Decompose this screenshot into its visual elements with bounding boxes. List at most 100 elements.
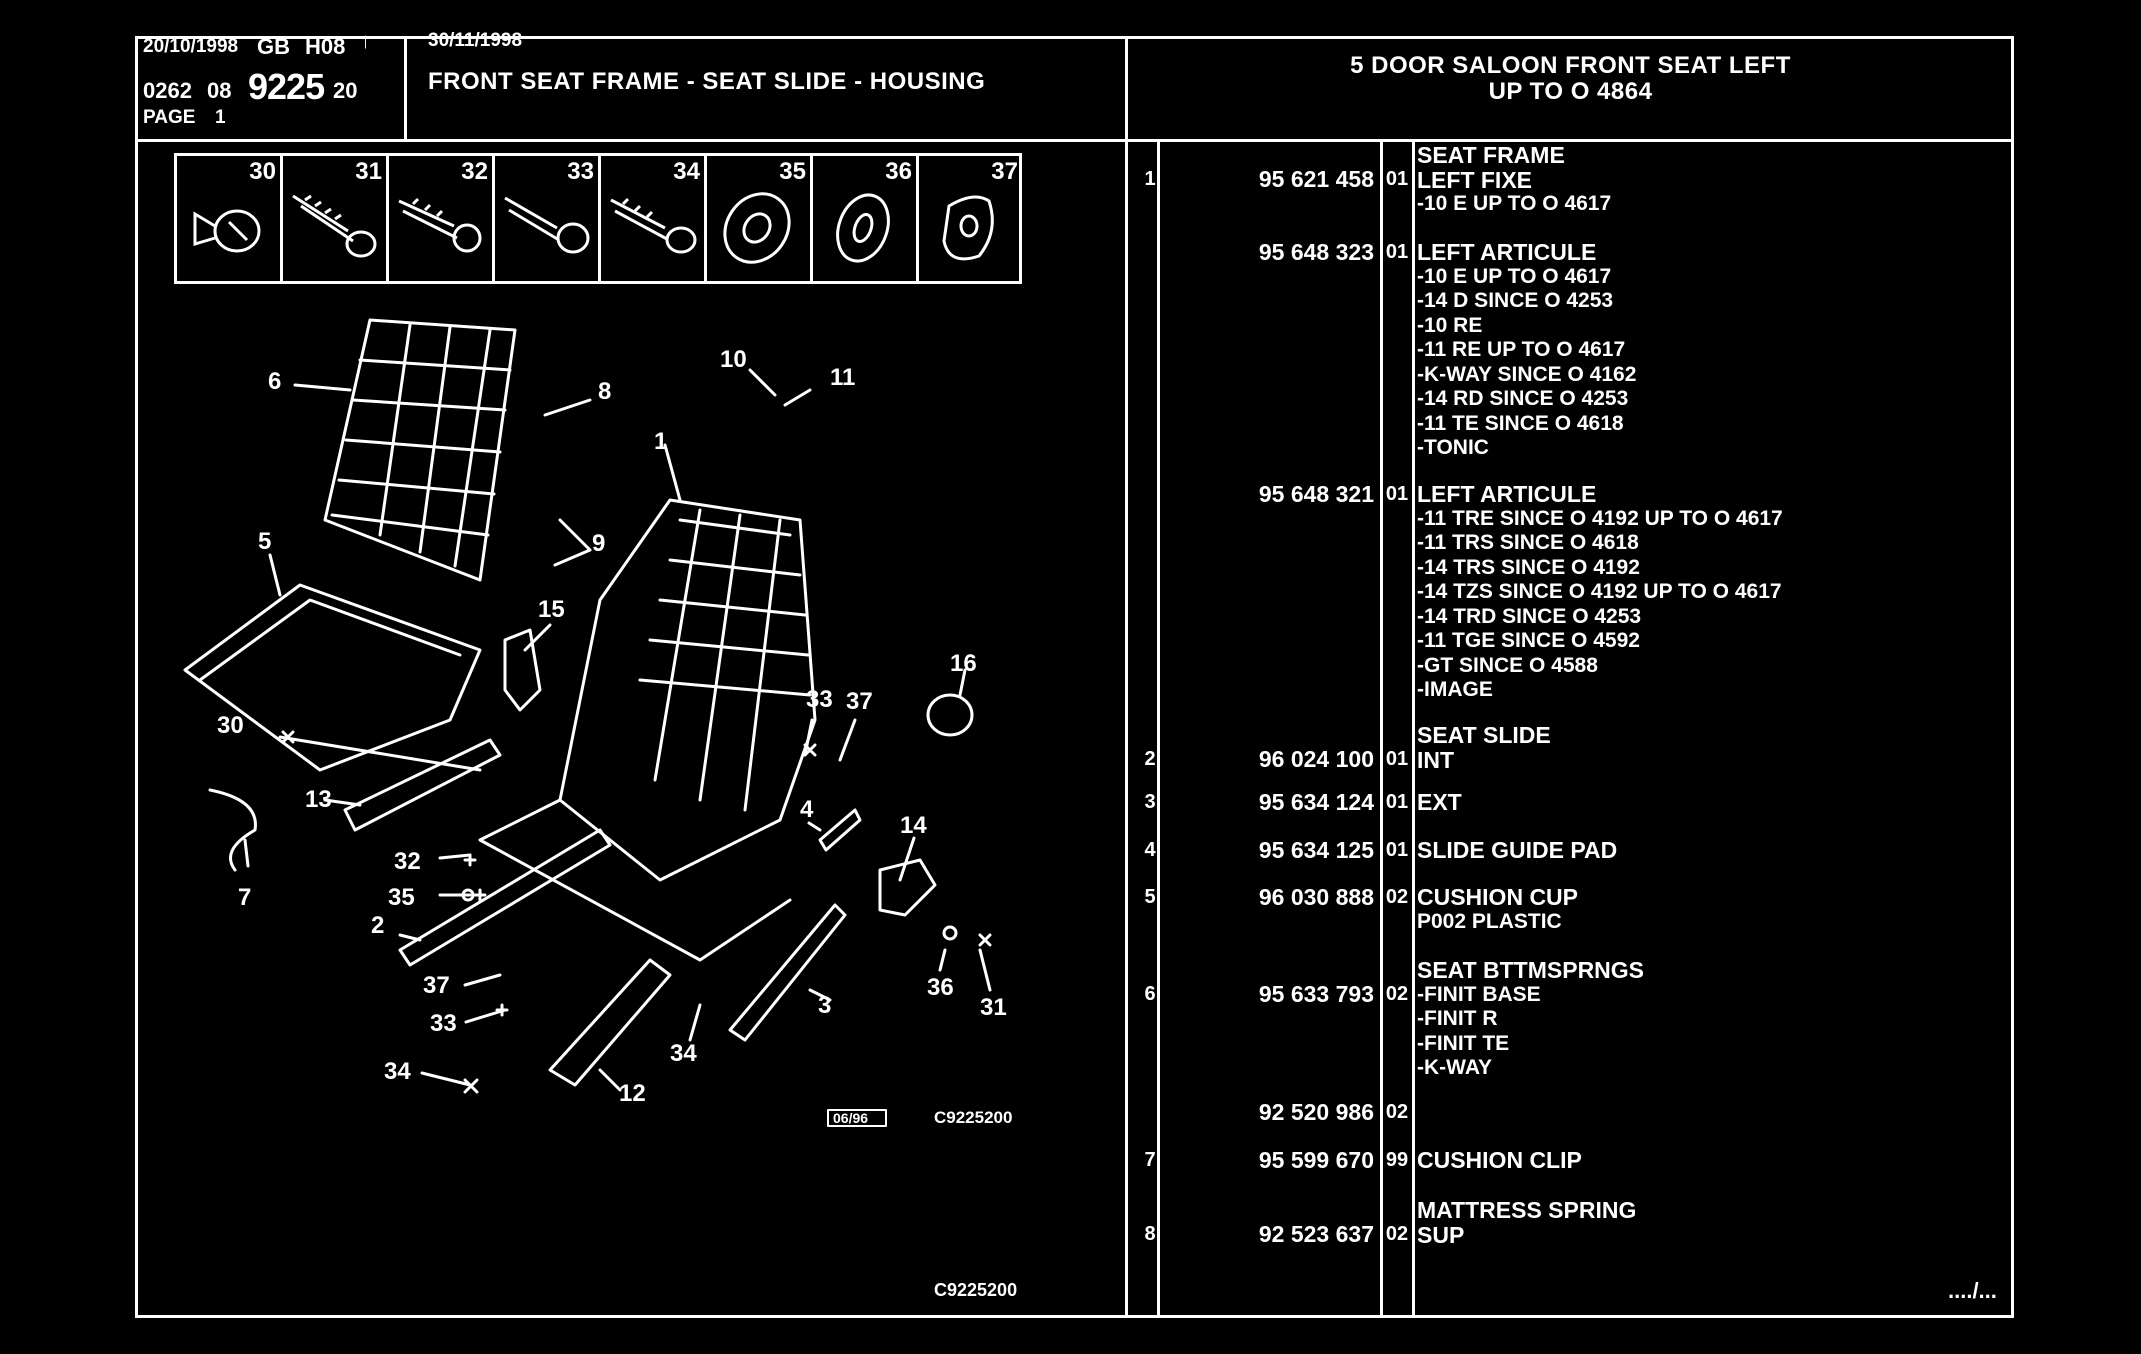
qty-column-rule: [1412, 139, 1415, 1318]
quantity: 02: [1385, 886, 1409, 908]
callout: 37: [423, 972, 450, 999]
description-line: -10 E UP TO O 4617: [1417, 192, 1612, 215]
section-title: FRONT SEAT FRAME - SEAT SLIDE - HOUSING: [428, 68, 986, 95]
part-number: 95 648 321: [1258, 481, 1374, 507]
edition-code: H08: [305, 34, 346, 59]
description-line: -11 RE UP TO O 4617: [1417, 338, 1626, 361]
header-divider: [135, 139, 2014, 142]
description-line: -GT SINCE O 4588: [1417, 653, 1598, 677]
group-heading: MATTRESS SPRING: [1417, 1197, 1637, 1223]
callout: 8: [598, 378, 612, 405]
issue-date: 20/10/1998: [143, 36, 239, 57]
description-line: -14 TRS SINCE O 4192: [1417, 555, 1640, 579]
callout: 33: [806, 686, 833, 713]
page-number: 1: [215, 107, 226, 128]
quantity: 01: [1385, 791, 1409, 813]
backrest-spring-frame: [323, 318, 517, 582]
quantity: 01: [1385, 241, 1409, 263]
callout: 4: [800, 796, 814, 823]
callout: 34: [384, 1058, 411, 1085]
callout: 15: [538, 596, 565, 623]
ref-mid: 08: [207, 78, 232, 103]
group-heading: SEAT FRAME: [1417, 142, 1565, 168]
row-index: 6: [1144, 983, 1156, 1005]
description-line: SUP: [1417, 1221, 1465, 1248]
part-number: 96 030 888: [1258, 884, 1374, 910]
quantity: 02: [1385, 983, 1409, 1005]
callout: 9: [592, 530, 606, 557]
quantity: 99: [1385, 1149, 1409, 1171]
description-line: -11 TE SINCE O 4618: [1417, 411, 1624, 435]
diagram-ref: C9225200: [934, 1108, 1013, 1127]
quantity: 01: [1385, 483, 1409, 505]
washer-icon: [836, 193, 890, 263]
callout: 32: [394, 848, 421, 875]
part-number: 95 648 323: [1258, 239, 1374, 265]
ref-prefix: 0262: [143, 78, 192, 103]
description-line: -11 TGE SINCE O 4592: [1417, 629, 1640, 652]
index-column-rule: [1157, 139, 1160, 1318]
part-cell: 36: [813, 156, 919, 281]
callout: 13: [305, 786, 332, 813]
callout: 6: [268, 368, 282, 395]
seat-frame: [558, 498, 817, 882]
part-number: 95 633 793: [1258, 981, 1374, 1007]
quantity: 01: [1385, 168, 1409, 190]
description-line: EXT: [1417, 789, 1462, 815]
small-parts-strip: 30 31 32 33 34 35 36 37: [174, 153, 1022, 284]
group-heading: SEAT BTTMSPRNGS: [1417, 957, 1645, 983]
description-line: -10 RE: [1417, 313, 1483, 337]
row-index: 4: [1144, 839, 1156, 861]
page-label: PAGE: [143, 107, 196, 128]
panel-divider: [1125, 36, 1128, 1318]
description-line: SLIDE GUIDE PAD: [1417, 837, 1618, 863]
quantity: 02: [1385, 1223, 1409, 1245]
slide-3: [728, 903, 847, 1042]
description-line: INT: [1417, 746, 1455, 773]
row-index: 8: [1144, 1223, 1156, 1245]
callout: 16: [950, 650, 977, 677]
part-cell: 32: [389, 156, 495, 281]
part-number: 31: [355, 158, 382, 185]
callout: 1: [654, 428, 668, 455]
knob-icon: [193, 209, 261, 253]
date-box: [827, 1109, 887, 1127]
description-line: -10 E UP TO O 4617: [1417, 264, 1612, 288]
description-line: LEFT ARTICULE: [1417, 481, 1597, 507]
quantity: 02: [1385, 1101, 1409, 1123]
callout: 37: [846, 688, 873, 715]
slide-12: [548, 958, 672, 1087]
cushion-pan: [183, 583, 482, 772]
part-number: 95 621 458: [1258, 166, 1374, 192]
description-line: -11 TRE SINCE O 4192 UP TO O 4617: [1417, 506, 1783, 530]
description-line: -FINIT BASE: [1417, 982, 1541, 1006]
description-line: P002 PLASTIC: [1417, 909, 1562, 933]
description-line: CUSHION CUP: [1417, 884, 1579, 910]
callout: 36: [927, 974, 954, 1001]
part-cell: 33: [495, 156, 601, 281]
row-index: 5: [1144, 886, 1156, 908]
bolt-icon: [504, 196, 590, 254]
part-number: 95 634 124: [1258, 789, 1374, 815]
part-description: SLIDE GUIDE PAD: [1417, 838, 1617, 863]
callout: 2: [371, 912, 385, 939]
continuation-mark: ..../...: [1948, 1278, 1997, 1303]
header-cell-divider: [404, 36, 407, 140]
bracket-15: [503, 628, 542, 712]
partnumber-column-rule: [1380, 139, 1383, 1318]
part-description: CUSHION CLIP: [1417, 1148, 1582, 1173]
description-line: -14 TRD SINCE O 4253: [1417, 604, 1642, 628]
callout: 12: [619, 1080, 646, 1107]
description-line: -14 TZS SINCE O 4192 UP TO O 4617: [1417, 580, 1782, 603]
description-line: -IMAGE: [1417, 678, 1493, 701]
part-number: 95 599 670: [1258, 1147, 1374, 1173]
row-index: 1: [1144, 168, 1156, 190]
revision-date: 30/11/1998: [428, 30, 523, 51]
description-line: LEFT FIXE: [1417, 166, 1532, 193]
row-index: 3: [1144, 791, 1156, 813]
slide-13: [343, 738, 502, 832]
knob-16: [926, 693, 974, 737]
part-cell: 30: [177, 156, 283, 281]
callout: 31: [980, 994, 1007, 1021]
